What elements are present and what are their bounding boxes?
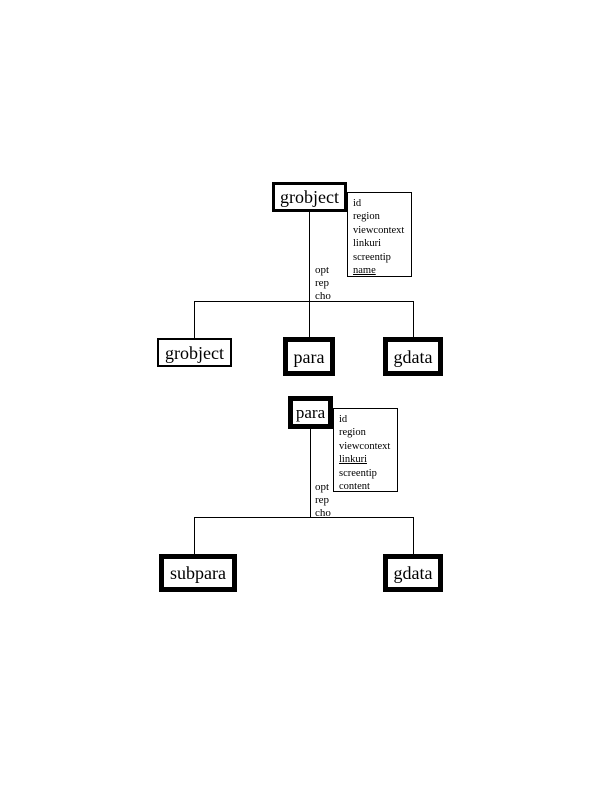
edge-label-opt: opt: [315, 481, 330, 493]
attribute-item: screentip: [339, 467, 377, 479]
branch-line: [194, 301, 414, 302]
edge-label-rep: rep: [315, 277, 330, 289]
node-label: para: [293, 346, 325, 367]
trunk-line: [309, 212, 310, 302]
attribute-item: id: [353, 198, 362, 209]
drop-line: [413, 301, 414, 337]
attribute-item: linkuri: [339, 454, 367, 466]
node-label: gdata: [393, 563, 433, 583]
edge-labels: opt rep cho: [315, 264, 331, 303]
attribute-item: region: [353, 211, 380, 223]
drop-line: [413, 517, 414, 554]
child-node-gdata: gdata: [383, 554, 443, 592]
attribute-box: id region viewcontext linkuri screentip …: [333, 408, 398, 492]
attribute-item: content: [339, 481, 370, 493]
child-node-grobject: grobject: [157, 338, 232, 367]
edge-label-opt: opt: [315, 264, 330, 276]
attribute-item: name: [353, 265, 376, 277]
drop-line: [309, 301, 310, 337]
attribute-item: linkuri: [353, 238, 381, 250]
edge-label-cho: cho: [315, 507, 331, 519]
attribute-item: region: [339, 427, 366, 439]
drop-line: [194, 517, 195, 554]
attribute-item: id: [339, 414, 348, 425]
attribute-item: viewcontext: [339, 440, 391, 452]
branch-line: [194, 517, 414, 518]
child-node-para: para: [283, 337, 335, 376]
trunk-line: [310, 429, 311, 518]
edge-label-rep: rep: [315, 494, 330, 506]
drop-line: [194, 301, 195, 338]
attribute-box: id region viewcontext linkuri screentip …: [347, 192, 412, 277]
root-node-grobject: grobject: [272, 182, 347, 212]
attribute-item: viewcontext: [353, 224, 405, 236]
node-label: subpara: [170, 563, 226, 583]
child-node-gdata: gdata: [383, 337, 443, 376]
node-label: gdata: [393, 346, 433, 367]
edge-label-cho: cho: [315, 290, 331, 302]
child-node-subpara: subpara: [159, 554, 237, 592]
node-label: grobject: [280, 187, 339, 207]
node-label: grobject: [165, 342, 224, 363]
edge-labels: opt rep cho: [315, 481, 331, 520]
attribute-item: screentip: [353, 251, 391, 263]
node-label: para: [295, 403, 326, 422]
root-node-para: para: [288, 396, 333, 429]
